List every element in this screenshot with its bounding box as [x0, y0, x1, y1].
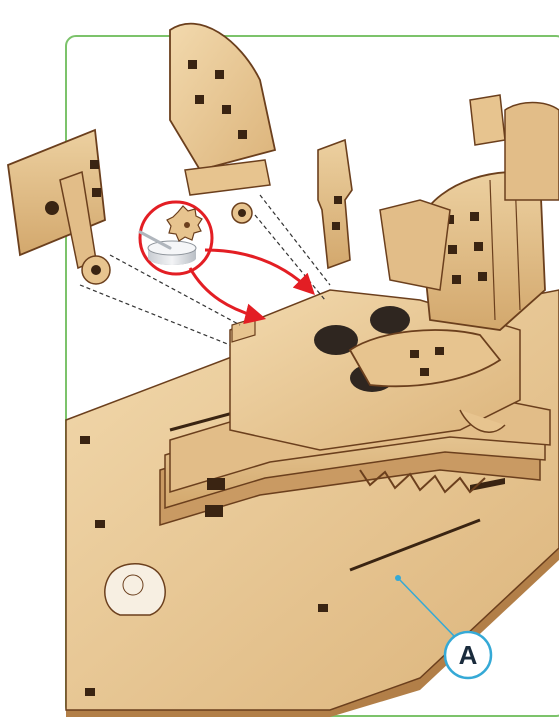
vertical-bracket: [318, 140, 352, 268]
glue-pot-icon: [140, 202, 212, 274]
exploded-top-panel: [170, 24, 275, 223]
callout-circle: [445, 632, 491, 678]
exploded-side-bracket: [8, 130, 110, 284]
